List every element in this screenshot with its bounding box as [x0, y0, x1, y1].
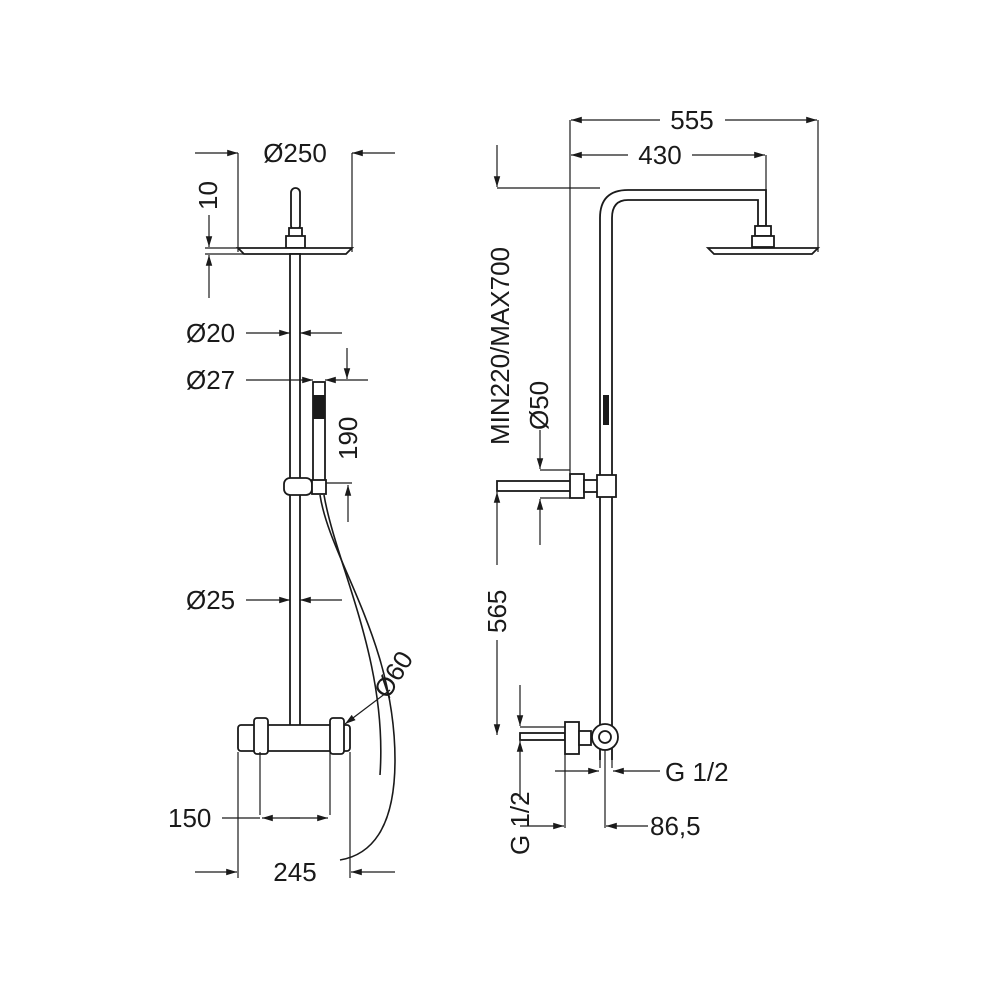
shower-hose — [319, 494, 396, 861]
dim-upper-pipe: Ø20 — [186, 318, 235, 348]
dim-pipe-height: 565 — [482, 590, 512, 633]
dim-wall-offset: 86,5 — [650, 811, 701, 841]
dim-lower-pipe: Ø25 — [186, 585, 235, 615]
thermostatic-mixer — [237, 717, 351, 815]
dim-height-range: MIN220/MAX700 — [485, 247, 515, 445]
dim-outlet-thread: G 1/2 — [665, 757, 729, 787]
dim-hand-shower-length: 190 — [333, 417, 363, 460]
dim-overall-reach: 555 — [670, 105, 713, 135]
hand-shower — [312, 381, 326, 491]
dim-inlet-thread: G 1/2 — [505, 791, 535, 855]
front-view: Ø250 10 Ø20 Ø27 190 Ø25 Ø60 150 245 — [168, 138, 419, 887]
side-hand-shower — [603, 395, 609, 425]
dim-arm-reach: 430 — [638, 140, 681, 170]
dim-mixer-width: 245 — [273, 857, 316, 887]
dim-hose: Ø60 — [368, 646, 419, 704]
slide-bracket — [283, 477, 327, 496]
shower-arm — [599, 189, 767, 760]
dim-head-thickness: 10 — [193, 181, 223, 210]
side-view: 555 430 MIN220/MAX700 Ø50 565 G 1/2 G 1/… — [482, 105, 821, 855]
side-valve — [519, 721, 619, 828]
dim-hand-shower: Ø27 — [186, 365, 235, 395]
side-shower-head — [705, 225, 821, 255]
diverter — [496, 473, 617, 499]
dim-inlet-spacing: 150 — [168, 803, 211, 833]
dim-diverter: Ø50 — [524, 381, 554, 430]
rain-shower-head — [235, 187, 355, 255]
dim-head-diameter: Ø250 — [263, 138, 327, 168]
